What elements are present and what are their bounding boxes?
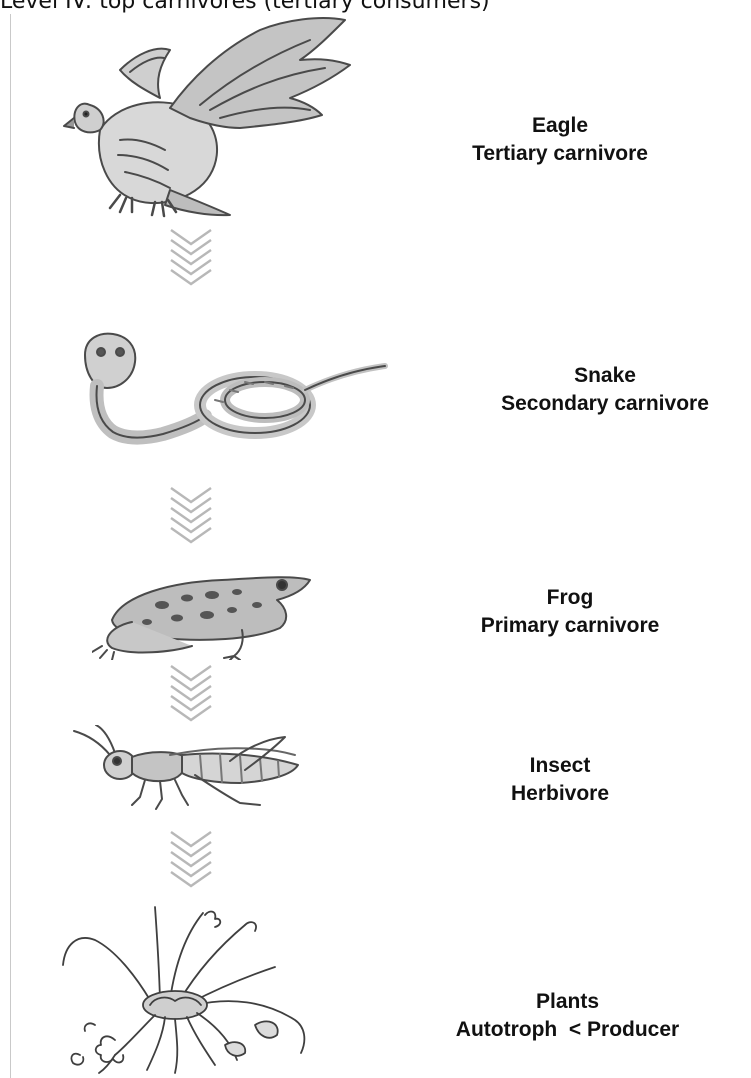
eagle-illustration [60, 10, 360, 220]
insect-label: Insect Herbivore [470, 752, 650, 808]
frog-illustration [92, 560, 317, 660]
trophic-role: Primary carnivore [415, 612, 725, 640]
trophic-role: Autotroph < Producer [390, 1016, 745, 1044]
snake-label: Snake Secondary carnivore [465, 362, 745, 418]
trophic-role: Tertiary carnivore [470, 140, 650, 168]
triple-chevron-down-icon [168, 484, 214, 546]
left-divider [10, 14, 11, 1078]
eagle-label: Eagle Tertiary carnivore [470, 112, 650, 168]
organism-name: Insect [470, 752, 650, 780]
plants-label: Plants Autotroph < Producer [390, 988, 745, 1044]
organism-name: Snake [465, 362, 745, 390]
plant-illustration [55, 905, 345, 1075]
triple-chevron-down-icon [168, 226, 214, 288]
trophic-role: Secondary carnivore [465, 390, 745, 418]
insect-illustration [70, 725, 305, 810]
organism-name: Frog [415, 584, 725, 612]
organism-name: Plants [390, 988, 745, 1016]
frog-label: Frog Primary carnivore [415, 584, 725, 640]
triple-chevron-down-icon [168, 662, 214, 724]
triple-chevron-down-icon [168, 828, 214, 890]
trophic-role: Herbivore [470, 780, 650, 808]
snake-illustration [65, 330, 395, 450]
organism-name: Eagle [470, 112, 650, 140]
